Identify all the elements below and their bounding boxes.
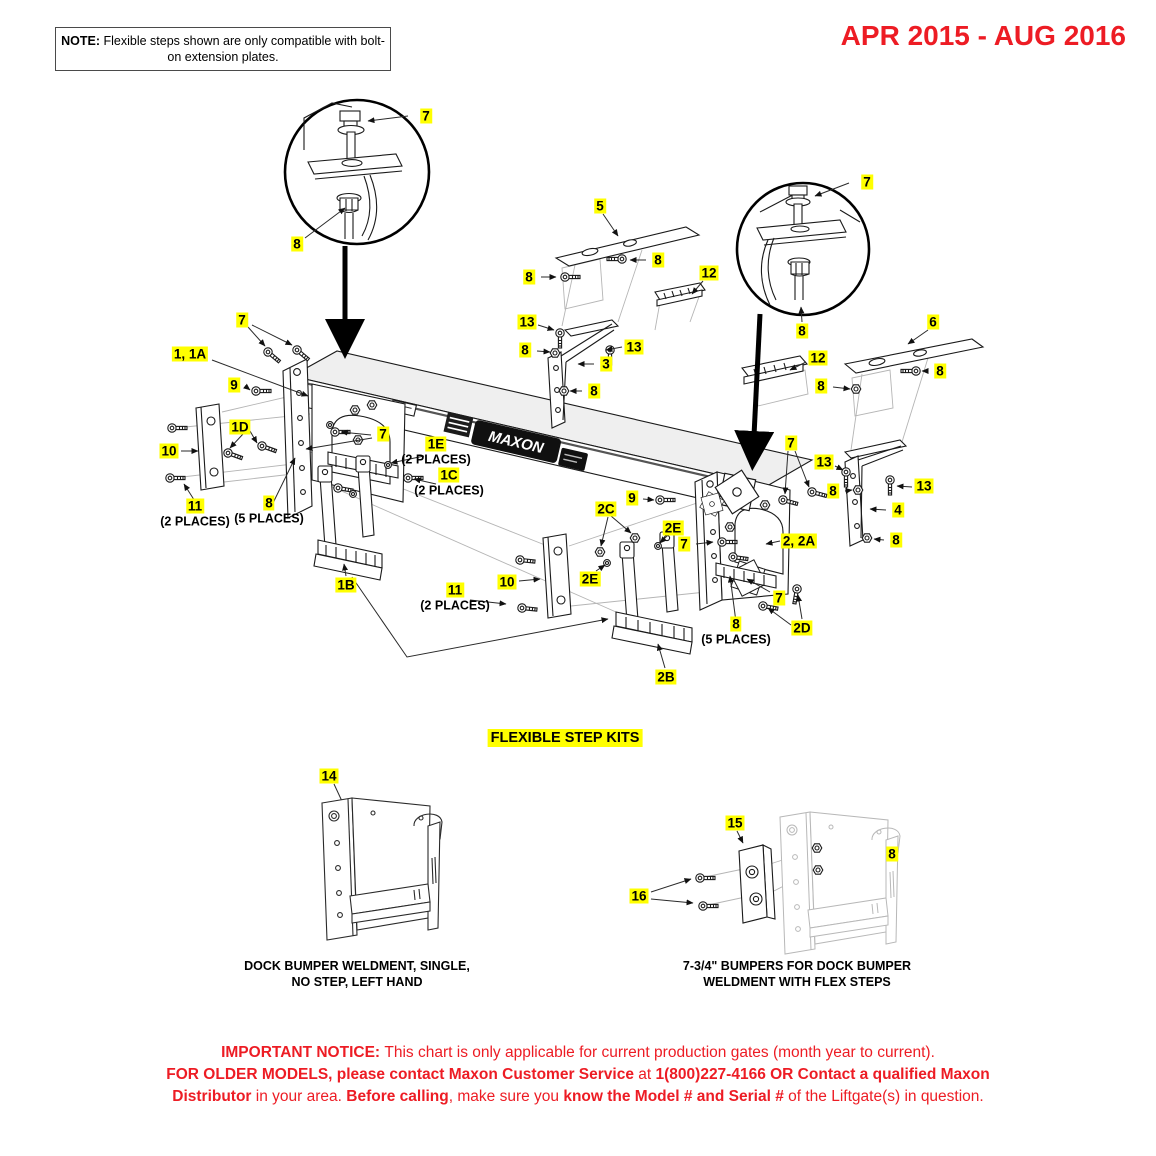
callout-8: 8 bbox=[796, 323, 808, 339]
spacer-plate-10-left bbox=[165, 403, 225, 491]
important-notice: IMPORTANT NOTICE: This chart is only app… bbox=[0, 1042, 1156, 1108]
flex-step-2b bbox=[611, 531, 693, 655]
callout-2e: 2E bbox=[579, 571, 601, 587]
callout-13: 13 bbox=[624, 339, 644, 355]
mounting-bar-6 bbox=[843, 338, 985, 394]
callout-1c: 1C(2 PLACES) bbox=[414, 467, 484, 498]
callout-5: 5 bbox=[594, 198, 606, 214]
callout-7: 7 bbox=[420, 108, 432, 124]
callout-13: 13 bbox=[814, 454, 834, 470]
notice-line-2: FOR OLDER MODELS, please contact Maxon C… bbox=[166, 1066, 990, 1083]
callout-2-2a: 2, 2A bbox=[780, 533, 818, 549]
callout-2c: 2C bbox=[595, 501, 617, 517]
leader-lines bbox=[181, 115, 929, 906]
callout-1b: 1B bbox=[335, 577, 357, 593]
caption-left-line2: NO STEP, LEFT HAND bbox=[291, 975, 423, 989]
note-text: Flexible steps shown are only compatible… bbox=[100, 34, 385, 64]
callout-8: 8 bbox=[652, 252, 664, 268]
caption-left-line1: DOCK BUMPER WELDMENT, SINGLE, bbox=[244, 959, 470, 973]
detail-circle-left bbox=[283, 98, 431, 246]
caption-dock-bumper-weldment: DOCK BUMPER WELDMENT, SINGLE, NO STEP, L… bbox=[244, 958, 470, 990]
callout-2b: 2B bbox=[655, 669, 677, 685]
spacer-plate-10-center bbox=[514, 533, 572, 619]
support-bracket-4 bbox=[841, 439, 908, 547]
date-range-heading: APR 2015 - AUG 2016 bbox=[840, 20, 1126, 51]
callout-8: 8 bbox=[588, 383, 600, 399]
callout-8: 8 bbox=[934, 363, 946, 379]
callout-11: 11(2 PLACES) bbox=[420, 582, 490, 613]
callout-10: 10 bbox=[497, 574, 517, 590]
notice-line-1: IMPORTANT NOTICE: This chart is only app… bbox=[221, 1044, 935, 1061]
callout-8: 8 bbox=[519, 342, 531, 358]
callout-8: 8 bbox=[523, 269, 535, 285]
callout-3: 3 bbox=[600, 356, 612, 372]
callout-2d: 2D bbox=[791, 620, 813, 636]
callout-8: 8 bbox=[827, 483, 839, 499]
callout-6: 6 bbox=[927, 314, 939, 330]
callout-13: 13 bbox=[517, 314, 537, 330]
extension-plate-right bbox=[694, 465, 791, 611]
caption-right-line2: WELDMENT WITH FLEX STEPS bbox=[703, 975, 891, 989]
step-plate-12-left bbox=[654, 282, 706, 307]
caption-bumpers-flex-steps: 7-3/4" BUMPERS FOR DOCK BUMPER WELDMENT … bbox=[683, 958, 911, 990]
callout-10: 10 bbox=[159, 443, 179, 459]
callout-1e: 1E(2 PLACES) bbox=[401, 436, 471, 467]
callout-8: 8 bbox=[291, 236, 303, 252]
callout-12: 12 bbox=[699, 265, 719, 281]
callout-16: 16 bbox=[629, 888, 649, 904]
callout-9: 9 bbox=[626, 490, 638, 506]
maxon-decal: MAXON bbox=[443, 412, 588, 471]
callout-8: 8(5 PLACES) bbox=[701, 616, 771, 647]
callout-1d: 1D bbox=[229, 419, 251, 435]
callout-7: 7 bbox=[236, 312, 248, 328]
callout-2e: 2E bbox=[662, 520, 684, 536]
callout-7: 7 bbox=[377, 426, 389, 442]
detail-circle-right bbox=[735, 181, 871, 317]
note-box: NOTE: Flexible steps shown are only comp… bbox=[55, 27, 391, 71]
callout-7: 7 bbox=[785, 435, 797, 451]
callout-1-1a: 1, 1A bbox=[171, 346, 209, 362]
note-label: NOTE: bbox=[61, 34, 101, 48]
support-bracket-3 bbox=[547, 319, 620, 429]
kit-label: FLEXIBLE STEP KITS bbox=[487, 729, 643, 747]
callout-8: 8 bbox=[886, 846, 898, 862]
callout-14: 14 bbox=[319, 768, 339, 784]
callout-13: 13 bbox=[914, 478, 934, 494]
callout-15: 15 bbox=[725, 815, 745, 831]
caption-right-line1: 7-3/4" BUMPERS FOR DOCK BUMPER bbox=[682, 959, 912, 973]
callout-8: 8 bbox=[890, 532, 902, 548]
callout-4: 4 bbox=[892, 502, 904, 518]
callout-8: 8 bbox=[815, 378, 827, 394]
mounting-bar-5 bbox=[554, 226, 701, 282]
callout-9: 9 bbox=[228, 377, 240, 393]
dock-bumper-15 bbox=[695, 843, 824, 924]
callout-12: 12 bbox=[808, 350, 828, 366]
callout-8: 8(5 PLACES) bbox=[234, 495, 304, 526]
callout-11: 11(2 PLACES) bbox=[160, 498, 230, 529]
notice-line-3: Distributor in your area. Before calling… bbox=[172, 1088, 984, 1105]
extension-plate-left bbox=[282, 358, 406, 519]
callout-7: 7 bbox=[773, 590, 785, 606]
callout-7: 7 bbox=[678, 536, 690, 552]
callout-7: 7 bbox=[861, 174, 873, 190]
